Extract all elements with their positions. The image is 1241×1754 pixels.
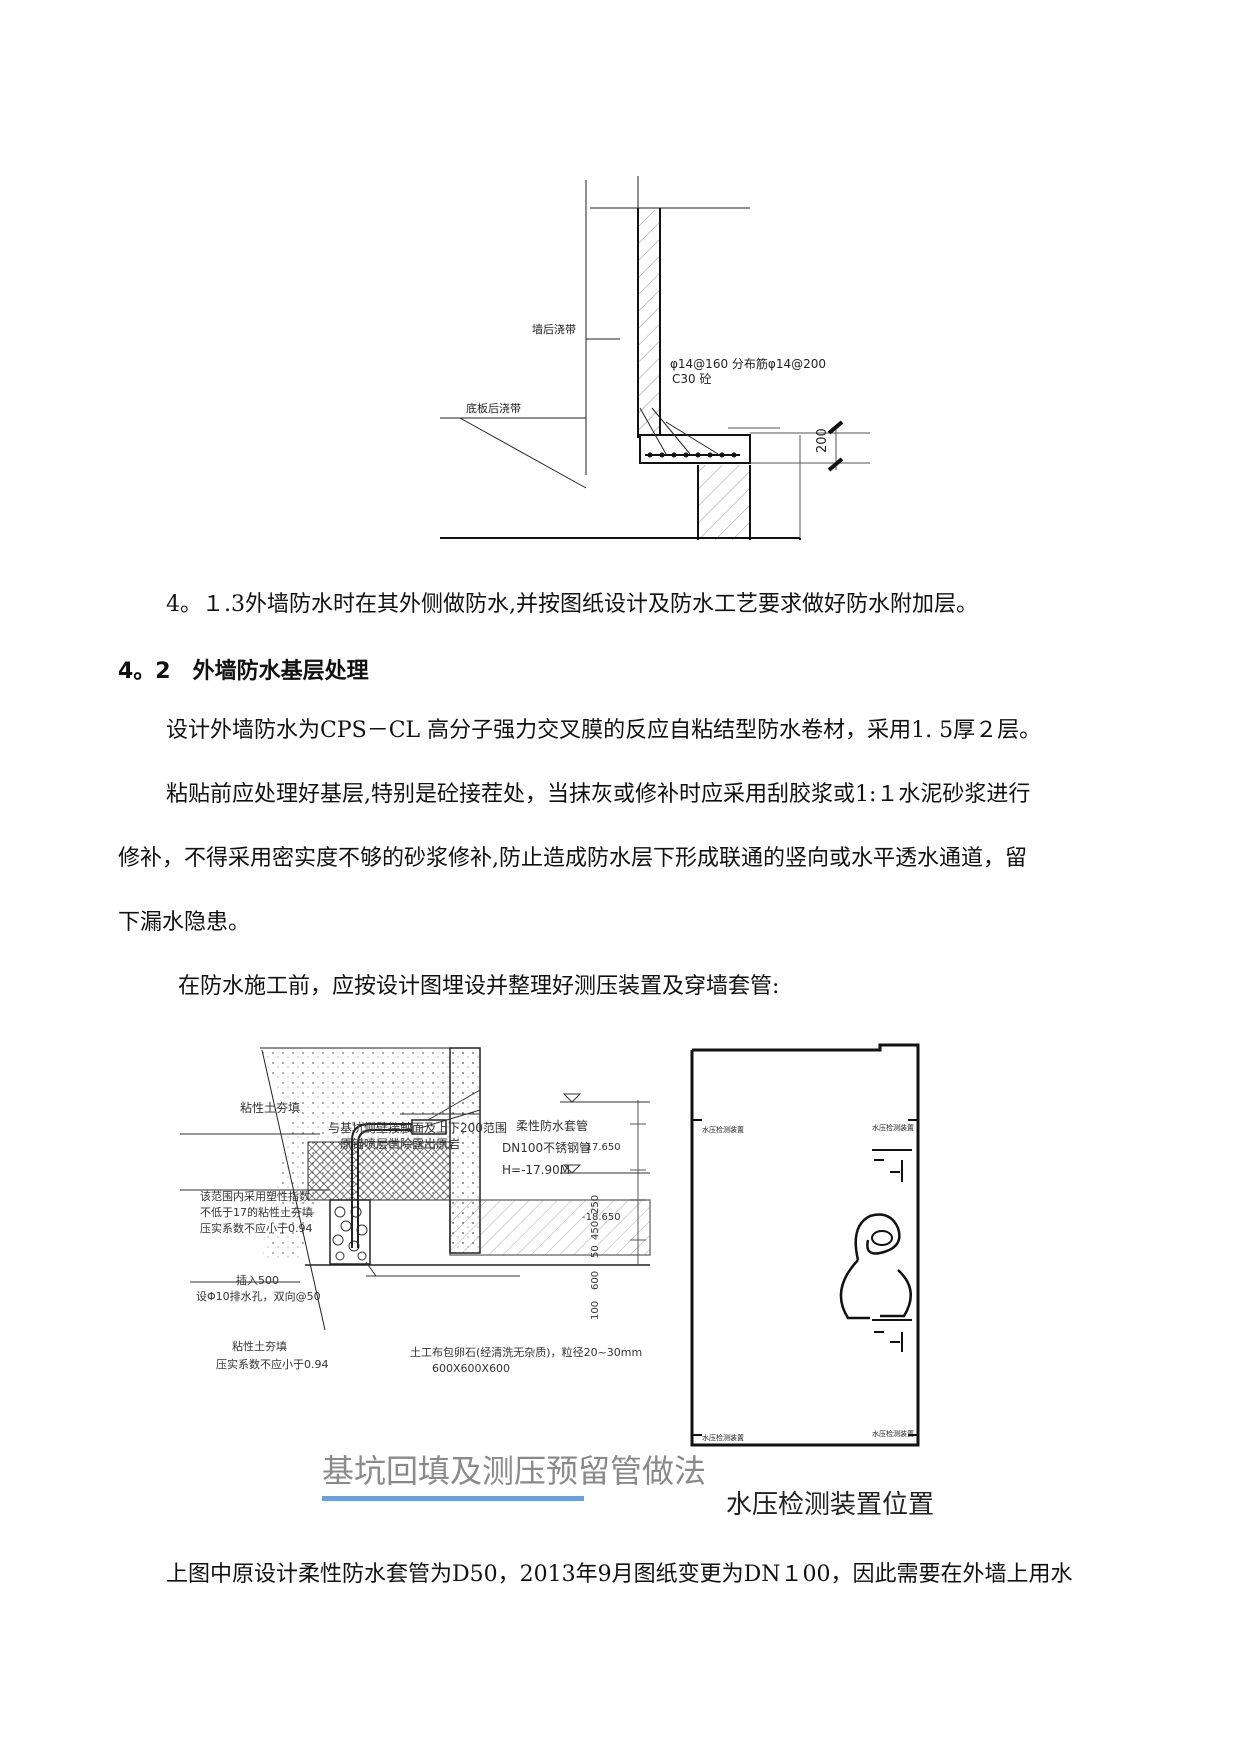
label-contact-note-1: 与基坑侧壁接触面及上下200范围	[328, 1120, 507, 1135]
label-dim-50: 50	[590, 1245, 601, 1258]
paragraph-3-line-3: 下漏水隐患。	[118, 910, 251, 935]
section-heading: 4。2 外墙防水基层处理	[118, 659, 369, 684]
label-zone-note-1: 该范围内采用塑性指数	[200, 1189, 310, 1203]
paragraph-1: 4。１.3外墙防水时在其外侧做防水,并按图纸设计及防水工艺要求做好防水附加层。	[166, 592, 978, 617]
label-stainless-pipe: DN100不锈钢管	[502, 1140, 591, 1155]
label-gravel-2: 600X600X600	[432, 1362, 510, 1375]
label-elev-mid: -18.650	[582, 1212, 621, 1223]
label-rebar: φ14@160 分布筋φ14@200	[670, 356, 826, 371]
label-wall-post-pour: 墙后浇带	[532, 322, 576, 336]
figure-3-caption: 水压检测装置位置	[726, 1490, 935, 1520]
paragraph-2: 设计外墙防水为CPS－CL 高分子强力交叉膜的反应自粘结型防水卷材，采用1. 5…	[166, 718, 1042, 743]
paragraph-3-line-2: 修补，不得采用密实度不够的砂浆修补,防止造成防水层下形成联通的竖向或水平透水通道…	[118, 846, 1027, 871]
label-dim-600: 600	[590, 1271, 601, 1290]
label-insert-2: 设Φ10排水孔，双向@50	[196, 1289, 321, 1303]
paragraph-4: 在防水施工前，应按设计图埋设并整理好测压装置及穿墙套管:	[178, 974, 780, 999]
label-concrete: C30 砼	[672, 372, 711, 386]
wall-slab-detail-drawing: 墙后浇带 底板后浇带 φ14@160 分布筋φ14@200 C30 砼 200	[440, 176, 870, 540]
label-dim-100: 100	[590, 1301, 601, 1320]
paragraph-3-line-1: 粘贴前应处理好基层,特别是砼接茬处，当抹灰或修补时应采用刮胶浆或1:１水泥砂浆进…	[166, 782, 1031, 807]
label-slab-post-pour: 底板后浇带	[466, 401, 521, 415]
label-dim-200: 200	[815, 428, 830, 453]
label-elev-h: H=-17.90M	[502, 1163, 570, 1177]
label-device-top-right: 水压检测装置	[872, 1123, 914, 1132]
label-zone-note-2: 不低于17的粘性土夯填	[200, 1205, 313, 1219]
label-contact-note-2: 原锚喷层凿除露出原岩	[340, 1136, 460, 1151]
label-clay-backfill-bottom-2: 压实系数不应小于0.94	[216, 1357, 329, 1371]
label-gravel-1: 土工布包卵石(经清洗无杂质)，粒径20~30mm	[410, 1345, 642, 1359]
label-device-bottom-right: 水压检测装置	[872, 1429, 914, 1438]
label-device-top-left: 水压检测装置	[702, 1125, 744, 1134]
label-device-bottom-left: 水压检测装置	[702, 1433, 744, 1442]
figure-2-caption: 基坑回填及测压预留管做法	[322, 1452, 707, 1490]
label-flex-sleeve: 柔性防水套管	[516, 1118, 588, 1133]
pressure-device-layout-drawing: 水压检测装置 水压检测装置 水压检测装置 水压检测装置	[690, 1043, 920, 1447]
label-zone-note-3: 压实系数不应小于0.94	[200, 1221, 313, 1235]
label-dim-450: 450	[590, 1221, 601, 1240]
pit-backfill-drawing: 粘性土夯填 与基坑侧壁接触面及上下200范围 原锚喷层凿除露出原岩 柔性防水套管…	[180, 1047, 651, 1375]
figure-2-caption-underline	[322, 1496, 584, 1501]
label-insert-1: 插入500	[236, 1273, 279, 1287]
label-clay-backfill-bottom-1: 粘性土夯填	[232, 1339, 287, 1353]
label-dim-250: 250	[590, 1195, 601, 1214]
paragraph-5: 上图中原设计柔性防水套管为D50，2013年9月图纸变更为DN１00，因此需要在…	[166, 1562, 1073, 1587]
label-clay-backfill-top: 粘性土夯填	[240, 1100, 300, 1115]
label-elev-top: -17.650	[582, 1142, 621, 1153]
